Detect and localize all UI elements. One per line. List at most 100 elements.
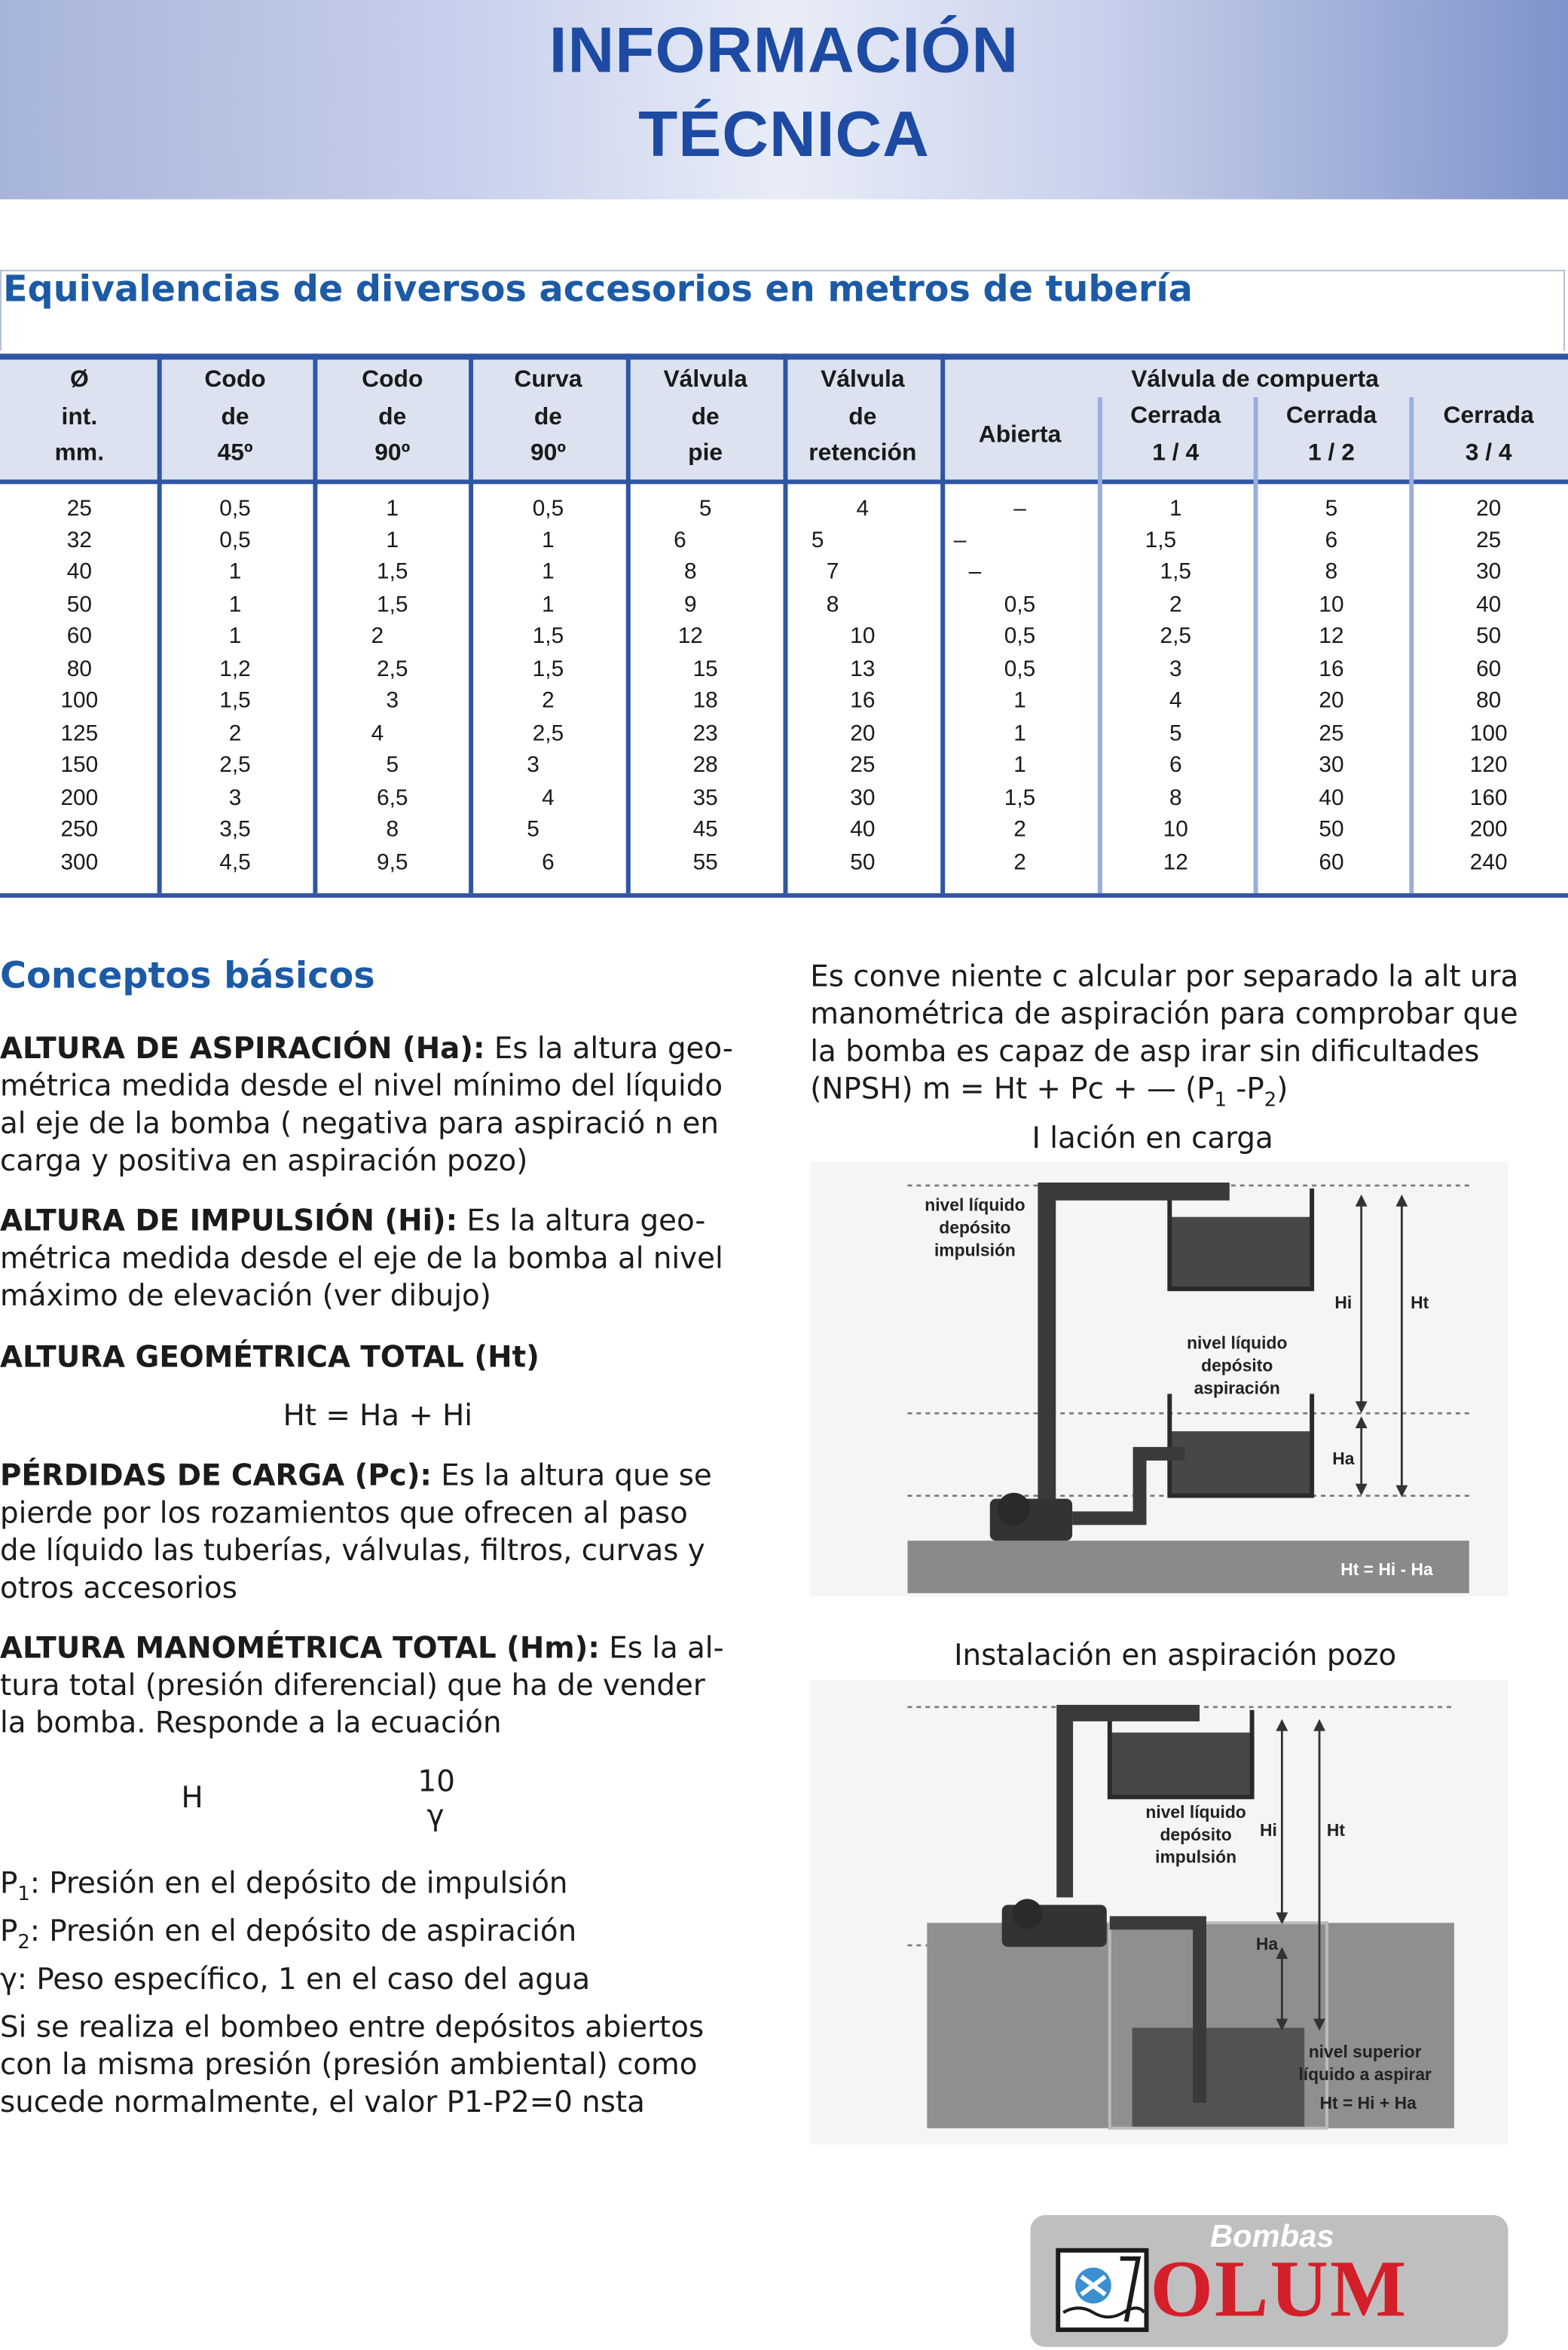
- table-header-cell: Ø: [69, 367, 89, 393]
- table-cell: 0,5: [1004, 592, 1036, 618]
- para-altura-geometrica: ALTURA GEOMÉTRICA TOTAL (Ht): [0, 1339, 539, 1376]
- figure1-caption: I lación en carga: [1032, 1121, 1273, 1156]
- table-cell: 30: [1319, 752, 1344, 779]
- figure-installation-carga: nivel líquido depósito impulsión nivel l…: [810, 1161, 1508, 1596]
- table-header-cell: de: [691, 403, 720, 430]
- table-cell: 2: [1169, 592, 1182, 618]
- table-cell: 5: [698, 496, 712, 522]
- table-cell: 40: [66, 558, 92, 585]
- table-header-cell: pie: [688, 440, 723, 467]
- fig2-label-superior: nivel superior líquido a aspirar: [1286, 2042, 1444, 2088]
- table-cell: 200: [1469, 816, 1508, 843]
- table-cell: 1: [542, 592, 555, 618]
- text-line: Es conve niente c alcular por separado l…: [810, 959, 1519, 994]
- table-cell: 60: [66, 623, 92, 650]
- table-cell: 40: [850, 816, 876, 843]
- table-column-separator: [783, 353, 788, 894]
- table-title: Equivalencias de diversos accesorios en …: [2, 268, 1193, 311]
- label-line: nivel líquido: [1145, 1804, 1246, 1823]
- table-cell: 20: [1319, 687, 1344, 714]
- table-header-cell: Válvula: [663, 367, 747, 393]
- table-cell: 120: [1469, 752, 1508, 779]
- table-cell: 16: [850, 687, 876, 714]
- table-cell: 2: [542, 687, 555, 714]
- text-line: máximo de elevación (ver dibujo): [0, 1278, 491, 1313]
- table-header-cell: de: [221, 403, 249, 430]
- table-cell: 80: [1476, 687, 1502, 714]
- table-cell: 5: [1325, 496, 1338, 522]
- table-header-cell: Cerrada: [1443, 402, 1534, 429]
- table-cell: 50: [1476, 623, 1502, 650]
- table-cell: 7: [826, 558, 839, 585]
- fig1-formula: Ht = Hi - Ha: [1340, 1562, 1433, 1580]
- table-cell: 3: [386, 687, 399, 714]
- table-cell: 200: [60, 785, 99, 811]
- table-header-cell: Abierta: [978, 422, 1062, 448]
- text-line: sucede normalmente, el valor P1-P2=0 nst…: [0, 2085, 645, 2119]
- table-header-cell: 1 / 2: [1307, 440, 1355, 467]
- table-cell: 55: [692, 849, 718, 876]
- fig2-label-impulsion: nivel líquido depósito impulsión: [1125, 1803, 1267, 1870]
- figure2-drawing: [907, 1704, 1454, 2130]
- table-header-cell: Cerrada: [1285, 402, 1377, 429]
- table-cell: 6: [1169, 752, 1182, 779]
- table-header-group: Válvula de compuerta: [1131, 367, 1379, 393]
- text-line: manométrica de aspiración para comprobar…: [810, 996, 1518, 1032]
- figure-aspiracion-pozo: nivel líquido depósito impulsión Hi Ht H…: [810, 1680, 1508, 2145]
- table-cell: 23: [692, 721, 718, 747]
- table-cell: 50: [66, 592, 92, 618]
- page-title-line2: TÉCNICA: [638, 99, 930, 171]
- table-header-cell: mm.: [54, 440, 105, 467]
- table-cell: 0,5: [219, 496, 251, 522]
- p2-definition: P2: Presión en el depósito de aspiración: [0, 1912, 576, 1961]
- table-cell: 8: [1325, 558, 1338, 585]
- table-cell: 1: [1013, 752, 1026, 779]
- table-cell: 1,5: [377, 558, 408, 585]
- label-line: líquido a aspirar: [1298, 2067, 1432, 2085]
- page-title-line1: INFORMACIÓN: [549, 14, 1019, 87]
- table-cell: 5: [1169, 721, 1182, 747]
- table-cell: 40: [1319, 785, 1344, 811]
- text-line: : Presión en el depósito de aspiración: [29, 1914, 577, 1949]
- table-cell: 6: [674, 527, 686, 553]
- table-header-cell: Cerrada: [1130, 402, 1221, 429]
- table-cell: 2: [228, 721, 242, 747]
- para-altura-aspiracion: ALTURA DE ASPIRACIÓN (Ha): Es la altura …: [0, 1030, 786, 1180]
- table-cell: 160: [1469, 785, 1508, 811]
- table-cell: 30: [850, 785, 876, 811]
- table-cell: 2,5: [532, 721, 564, 747]
- header-banner: [0, 0, 1568, 200]
- table-cell: 5: [811, 527, 824, 553]
- table-cell: 2: [371, 623, 384, 650]
- table-cell: 25: [850, 752, 876, 779]
- table-cell: 1: [1013, 687, 1026, 714]
- table-cell: 28: [692, 752, 718, 779]
- text-line: Es la altura que se: [431, 1458, 712, 1493]
- table-cell: 1,5: [532, 656, 564, 682]
- table-cell: 1: [542, 527, 555, 553]
- term-ha: ALTURA DE ASPIRACIÓN (Ha):: [0, 1031, 485, 1066]
- logo-symbol: [1062, 2256, 1146, 2322]
- table-cell: 10: [1319, 592, 1344, 618]
- para-final: Si se realiza el bombeo entre depósitos …: [0, 2009, 786, 2121]
- table-header-cell: 90º: [374, 440, 411, 467]
- table-column-separator: [313, 353, 318, 894]
- p-letter: P: [0, 1914, 18, 1949]
- table-cell: 40: [1476, 592, 1502, 618]
- table-cell: 3,5: [219, 816, 251, 843]
- text-line: pierde por los rozamientos que ofrecen a…: [0, 1495, 688, 1531]
- table-cell: 1: [542, 558, 555, 585]
- table-cell: 0,5: [1004, 623, 1036, 650]
- table-column-separator: [1409, 396, 1414, 894]
- logo-icon: [1056, 2247, 1149, 2333]
- table-cell: 60: [1476, 656, 1502, 682]
- table-cell: 1: [386, 496, 399, 522]
- label-line: nivel superior: [1308, 2044, 1422, 2063]
- table-header-cell: 45º: [217, 440, 253, 467]
- table-cell: 300: [60, 849, 99, 876]
- table-cell: 0,5: [1004, 656, 1036, 682]
- logo-text-top: Bombas: [1209, 2219, 1334, 2254]
- text-line: Es la al-: [599, 1630, 724, 1666]
- table-cell: 2,5: [1160, 623, 1191, 650]
- label-line: depósito: [939, 1219, 1011, 1238]
